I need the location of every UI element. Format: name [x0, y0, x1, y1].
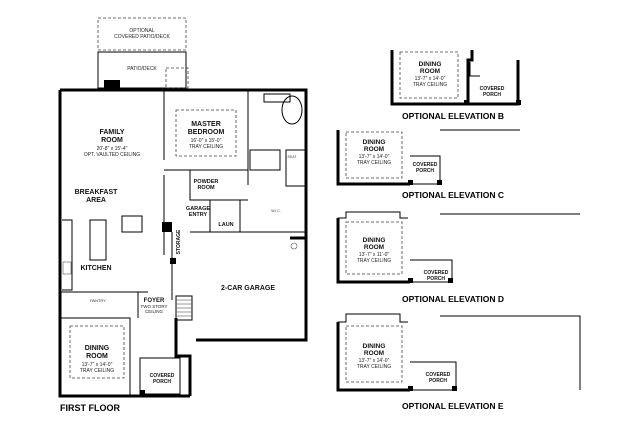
- elev-d-caption: OPTIONAL ELEVATION D: [402, 294, 504, 304]
- fireplace: [104, 80, 120, 90]
- exterior-wall-left: [58, 90, 190, 398]
- elev-b-caption: OPTIONAL ELEVATION B: [402, 111, 504, 121]
- storage-label: STORAGE: [176, 229, 182, 254]
- dining-room-label: DINING: [85, 345, 110, 352]
- svg-text:13'-7" x 14'-0"TRAY CEILING: 13'-7" x 14'-0"TRAY CEILING: [80, 362, 114, 374]
- patio-deck-outline: [97, 51, 187, 89]
- svg-text:13'-7" x 11'-0"TRAY CEILING: 13'-7" x 11'-0"TRAY CEILING: [357, 252, 391, 264]
- breakfast-area-label: BREAKFAST: [75, 189, 119, 196]
- elevation-c-plan: [336, 129, 520, 186]
- covered-porch-label: COVERED: [150, 373, 175, 379]
- seat-label: SEAT: [288, 155, 298, 159]
- foyer-label: FOYER: [144, 298, 165, 304]
- elevation-e-plan: [336, 313, 581, 392]
- laundry-label: LAUN: [218, 222, 233, 228]
- svg-text:16'-0" x 15'-0"TRAY CEILING: 16'-0" x 15'-0"TRAY CEILING: [189, 138, 223, 150]
- kitchen-island: [89, 219, 107, 261]
- tub: [281, 95, 303, 125]
- elev-e-dining-label: DINING: [363, 343, 386, 350]
- svg-text:13'-7" x 14'-0"TRAY CEILING: 13'-7" x 14'-0"TRAY CEILING: [357, 358, 391, 370]
- svg-text:20'-8" x 15'-4"OPT. VAULTED CE: 20'-8" x 15'-4"OPT. VAULTED CEILING: [84, 146, 140, 158]
- svg-text:13'-7" x 14'-0"TRAY CEILING: 13'-7" x 14'-0"TRAY CEILING: [413, 76, 447, 88]
- kitchen-label: KITCHEN: [80, 265, 111, 272]
- elev-d-porch-label: COVERED: [424, 270, 449, 276]
- elev-b-dining-label: DINING: [419, 61, 442, 68]
- garage-wall: [196, 238, 308, 342]
- wic-label: W.I.C.: [271, 209, 281, 213]
- kitchen-counter: [62, 219, 73, 291]
- exterior-wall-top: [60, 88, 308, 240]
- elevation-d-plan: [336, 211, 580, 284]
- range: [62, 261, 72, 275]
- family-room-label: FAMILY: [99, 129, 124, 136]
- shower: [285, 149, 307, 187]
- elev-e-caption: OPTIONAL ELEVATION E: [402, 401, 504, 411]
- two-car-garage-label: 2-CAR GARAGE: [221, 285, 275, 292]
- vanity: [263, 93, 291, 103]
- patio-deck-label: PATIO/DECK: [127, 66, 157, 72]
- first-floor-caption: FIRST FLOOR: [60, 403, 120, 413]
- optional-patio-label: OPTIONAL: [129, 28, 155, 34]
- powder-room-label: POWDER: [194, 179, 219, 185]
- elev-c-caption: OPTIONAL ELEVATION C: [402, 190, 504, 200]
- elev-d-dining-label: DINING: [363, 237, 386, 244]
- elev-e-porch-label: COVERED: [426, 372, 451, 378]
- elev-c-porch-label: COVERED: [413, 162, 438, 168]
- covered-porch-outline: [139, 357, 181, 395]
- foyer-stairs: [175, 295, 193, 321]
- first-floor-plan: [58, 17, 308, 398]
- svg-text:13'-7" x 14'-0"TRAY CEILING: 13'-7" x 14'-0"TRAY CEILING: [357, 154, 391, 166]
- pantry-label: PANTRY: [90, 298, 106, 303]
- garage-entry-label: GARAGE: [186, 206, 210, 212]
- elev-c-dining-label: DINING: [363, 139, 386, 146]
- elev-b-porch-label: COVERED: [480, 86, 505, 92]
- elevation-b-plan: [390, 50, 521, 106]
- master-bedroom-label: MASTER: [191, 121, 221, 128]
